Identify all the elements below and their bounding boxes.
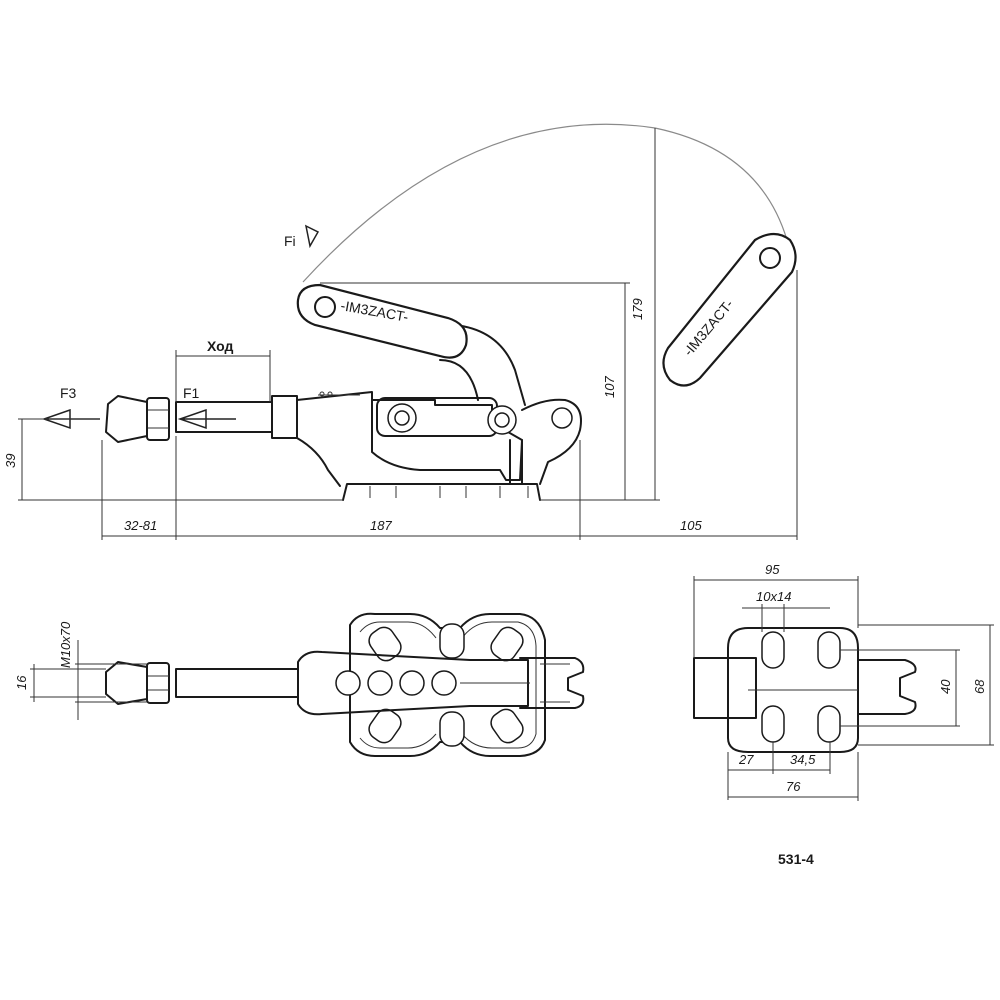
top-view: M10x70 16: [14, 612, 585, 757]
mount-slot: [490, 708, 524, 744]
end-slot: [761, 705, 785, 743]
dim-27: 27: [738, 752, 754, 767]
base-plate: [342, 483, 541, 501]
handle-grip-open: [662, 232, 797, 387]
end-body: [693, 657, 757, 719]
slide-hole: [335, 670, 361, 696]
f1-arrow: [177, 408, 236, 430]
handle-end-cap-open: [759, 247, 781, 269]
handle-arm: [439, 324, 526, 406]
dim-68-line: [858, 624, 994, 746]
dim-95: 95: [765, 562, 780, 577]
top-rear-clevis: [519, 657, 585, 709]
dim-40-line: [840, 649, 960, 727]
plunger-rod: [175, 401, 273, 433]
dim-16: 16: [14, 675, 29, 690]
mount-slot: [439, 623, 465, 659]
top-slide-body: [297, 650, 529, 716]
f3-label: F3: [60, 385, 77, 401]
height-107-dimension: [320, 282, 660, 501]
end-rear-clevis: [857, 659, 917, 715]
height-39-dimension: [18, 418, 343, 501]
dim-32-81: 32-81: [124, 518, 157, 533]
dim-179: 179: [630, 298, 645, 320]
top-rear-clevis-detail: [540, 663, 570, 703]
end-slot: [817, 705, 841, 743]
slide-hole: [367, 670, 393, 696]
top-base-inner: [359, 621, 537, 749]
dim-95-line: [693, 576, 859, 658]
lock-nut: [146, 397, 170, 441]
dim-34-5: 34,5: [790, 752, 816, 767]
thread-dimension: [75, 640, 147, 720]
dim-105: 105: [680, 518, 702, 533]
mount-slot: [368, 708, 402, 744]
base-plate-slots: [369, 486, 529, 498]
end-view: 95 10x14 40 68 27 34,5 76: [693, 562, 994, 801]
dim-10x14-line: [742, 604, 830, 632]
model-number: 531-4: [778, 851, 814, 867]
slide-hole: [431, 670, 457, 696]
rear-pin: [551, 407, 573, 429]
top-plunger-tip: [105, 661, 148, 705]
end-slot: [761, 631, 785, 669]
dim-187: 187: [370, 518, 392, 533]
top-base-outline: [349, 612, 546, 757]
pivot-pin-middle-inner: [494, 412, 510, 428]
mount-slot: [490, 626, 524, 662]
handle-grip-closed: [296, 283, 468, 359]
end-base-outline: [727, 627, 859, 753]
dim-76-line: [728, 752, 859, 801]
plunger-tip: [105, 395, 148, 443]
pivot-pin-front-inner: [394, 410, 410, 426]
fi-label: Fi: [284, 233, 296, 249]
top-lock-nut-flats: [147, 675, 169, 691]
top-lock-nut: [146, 662, 170, 704]
f1-label: F1: [183, 385, 200, 401]
dim-10x14: 10x14: [756, 589, 791, 604]
rod-diameter-dimension: [30, 664, 106, 702]
handle-swing-arc: [302, 123, 788, 283]
dim-27-line: [727, 742, 831, 800]
rod-guide: [271, 395, 298, 439]
top-plunger-rod: [175, 668, 299, 698]
slide-hole: [399, 670, 425, 696]
dim-m10x70: M10x70: [58, 621, 73, 668]
mount-slot: [368, 626, 402, 662]
rear-post: [509, 439, 523, 485]
body-mark-dot: [319, 391, 325, 397]
mount-slot: [439, 711, 465, 747]
dim-68: 68: [972, 679, 987, 694]
dim-76: 76: [786, 779, 801, 794]
side-view: Fi -IM3ZACT- -IM3ZACT-: [3, 123, 798, 540]
dim-40: 40: [938, 679, 953, 694]
fi-arrow: [304, 224, 320, 249]
dim-39: 39: [3, 454, 18, 468]
rear-bracket: [521, 398, 582, 485]
dim-107: 107: [602, 376, 617, 398]
body-mark-dot: [327, 391, 333, 397]
end-slot: [817, 631, 841, 669]
bottom-dimension-line: [101, 270, 798, 540]
stroke-dimension: [175, 350, 271, 402]
lock-nut-flats: [147, 409, 169, 429]
stroke-label: Ход: [207, 338, 234, 354]
handle-end-cap: [314, 296, 336, 318]
